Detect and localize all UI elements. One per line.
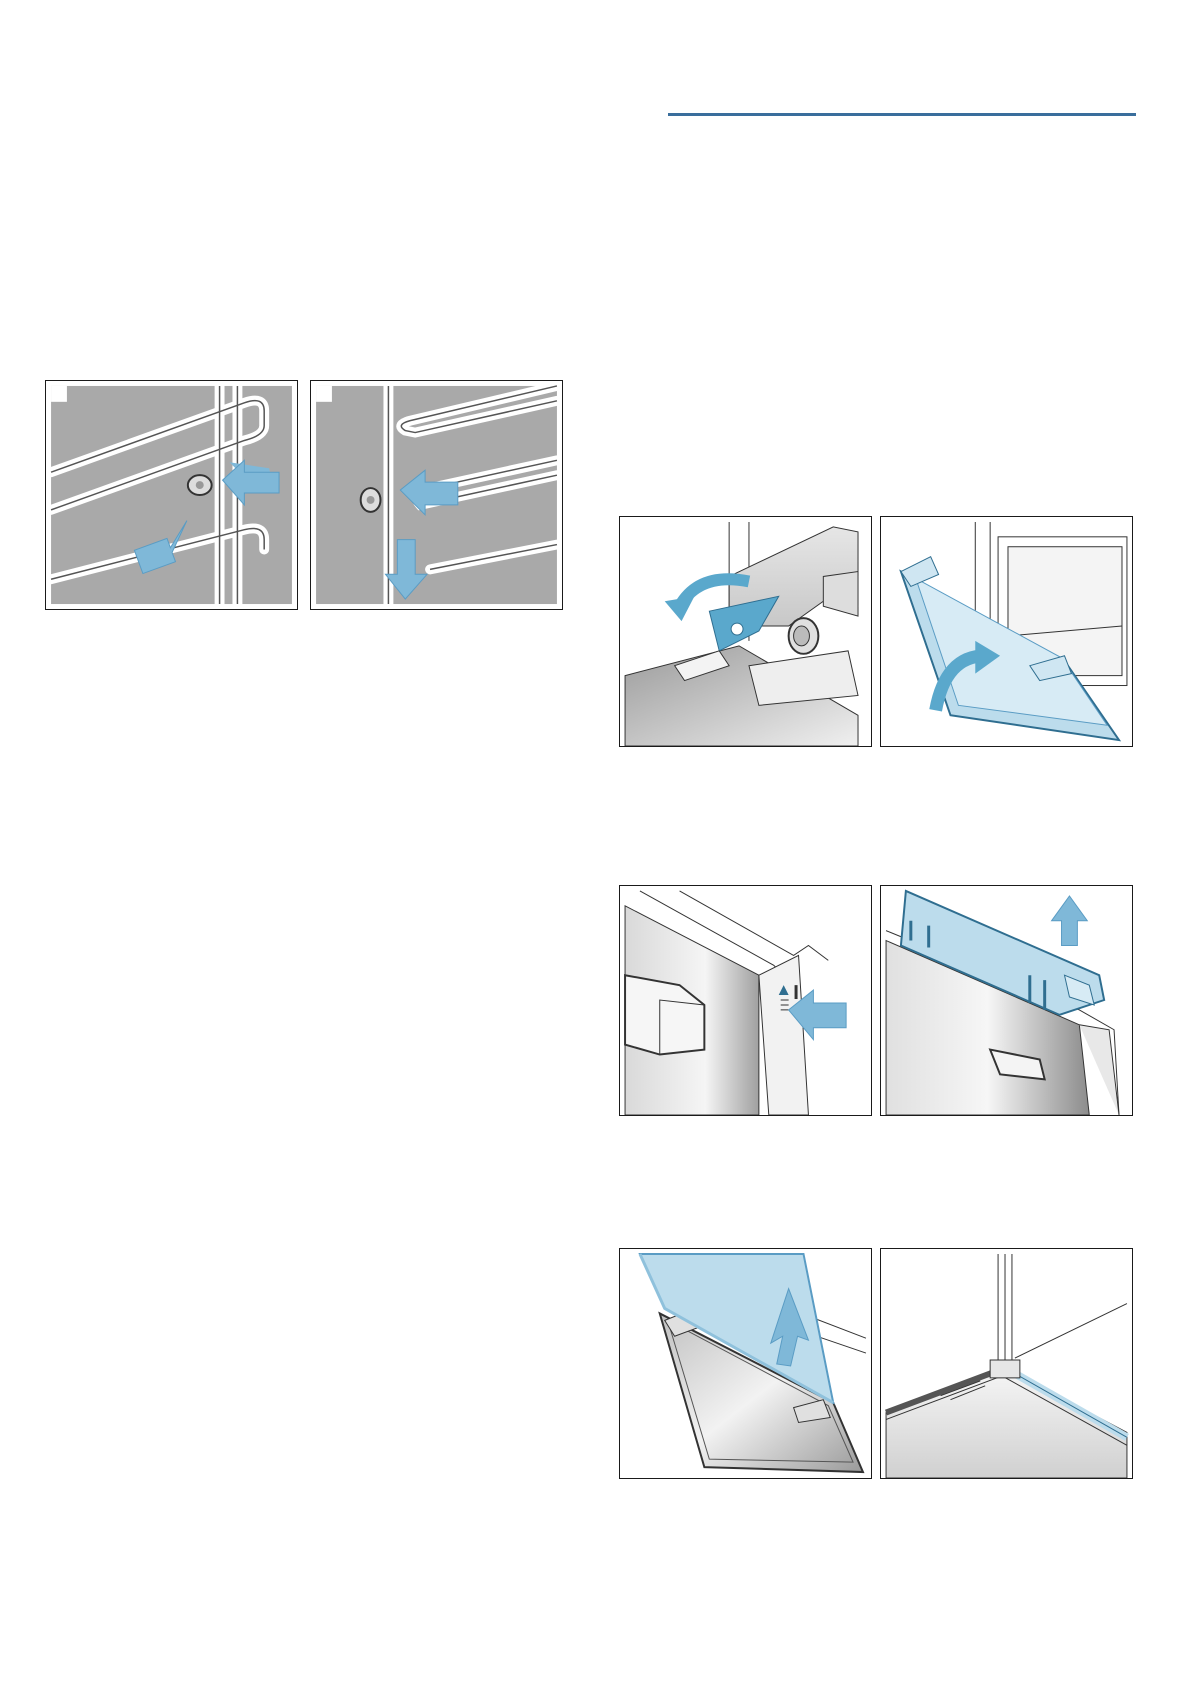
figure-rail-remove-step-2 — [310, 380, 563, 610]
shelf-rail-press-arrows-icon — [46, 381, 297, 609]
glass-pane-slide-out-icon — [620, 1249, 871, 1478]
figure-door-pane-seal — [880, 1248, 1133, 1479]
figure-door-pane-remove — [619, 1248, 872, 1479]
door-cover-lift-off-icon — [881, 886, 1132, 1115]
door-side-press-icon — [620, 886, 871, 1115]
figure-door-cover-lift — [880, 885, 1133, 1116]
section-header-rule — [668, 113, 1136, 116]
figure-rail-remove-step-1 — [45, 380, 298, 610]
hinge-lever-rotate-icon — [620, 517, 871, 746]
pane-seal-corner-icon — [881, 1249, 1132, 1478]
shelf-rail-lift-arrows-icon — [311, 381, 562, 609]
figure-door-cover-press — [619, 885, 872, 1116]
door-tilt-close-icon — [881, 517, 1132, 746]
figure-door-close — [880, 516, 1133, 747]
figure-door-hinge-lever — [619, 516, 872, 747]
